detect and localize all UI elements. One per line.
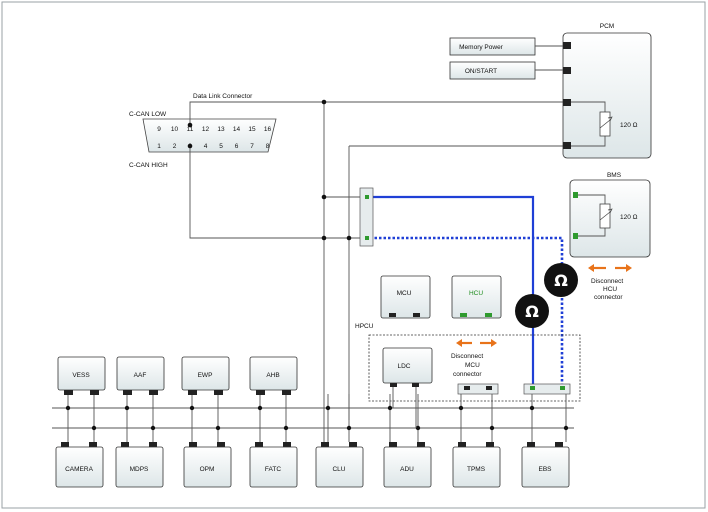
disconnect-mcu-line3: connector	[453, 371, 482, 378]
module-box	[183, 446, 232, 488]
module-clu: CLU	[315, 442, 364, 488]
hpcu-split-bar	[359, 187, 374, 247]
dlc-bottom-pin: 4	[204, 143, 208, 150]
hpcu-group: MCU HCU HPCU LDC Disconnect MCU connecto…	[355, 275, 581, 402]
module-fatc: FATC	[249, 442, 298, 488]
ohm-symbol-mcu: Ω	[525, 302, 539, 321]
module-opm: OPM	[183, 442, 232, 488]
disconnect-hcu-line3: connector	[594, 294, 623, 301]
module-label: AHB	[266, 372, 279, 379]
module-aaf: AAF	[116, 356, 165, 442]
module-label: FATC	[265, 466, 281, 473]
module-camera: CAMERA	[55, 442, 104, 488]
dlc-top-pin: 16	[264, 126, 272, 133]
module-box	[55, 446, 104, 488]
memory-power-box	[449, 37, 536, 56]
module-label: VESS	[72, 372, 90, 379]
can-high-label: C-CAN HIGH	[129, 162, 168, 169]
dlc-top-pin: 15	[248, 126, 256, 133]
module-box	[249, 356, 298, 391]
module-label: CLU	[332, 466, 345, 473]
dlc-top-pin: 14	[233, 126, 241, 133]
module-box	[249, 446, 298, 488]
can-low-label: C-CAN LOW	[129, 111, 167, 118]
module-box	[383, 446, 432, 488]
on-start-label: ON/START	[465, 68, 497, 75]
pcm-module: PCM 120 Ω Memory Power ON/START	[449, 23, 652, 159]
mcu-box	[380, 275, 431, 319]
upper-module-row: VESS AAF EWP AHB	[57, 356, 298, 442]
module-label: TPMS	[467, 466, 486, 473]
ohm-meter-mcu: Ω	[515, 294, 549, 328]
module-ewp: EWP	[181, 356, 230, 442]
disconnect-hcu-line2: HCU	[603, 286, 617, 293]
module-box	[452, 446, 501, 488]
dlc-top-pin: 11	[187, 126, 194, 133]
module-box	[181, 356, 230, 391]
dlc-top-pin: 13	[217, 126, 225, 133]
lower-module-row: CAMERA MDPS OPM FATC CLU ADU TPMS EBS	[55, 387, 570, 488]
module-label: OPM	[200, 466, 215, 473]
dlc-title: Data Link Connector	[193, 93, 253, 100]
module-ebs: EBS	[521, 442, 570, 488]
dlc-top-pin: 10	[171, 126, 179, 133]
dlc-bottom-pin: 6	[235, 143, 239, 150]
bms-module: BMS 120 Ω Disconnect HCU connector	[569, 172, 651, 301]
bms-label: BMS	[607, 172, 622, 179]
disconnect-mcu-line1: Disconnect	[451, 353, 483, 360]
module-mdps: MDPS	[115, 442, 164, 488]
memory-power-label: Memory Power	[459, 44, 504, 51]
ohm-meter-bms: Ω	[544, 263, 578, 297]
disconnect-hcu-line1: Disconnect	[591, 278, 623, 285]
module-ahb: AHB	[249, 356, 298, 442]
hcu-box	[451, 275, 502, 319]
ldc-junction-bar	[457, 383, 499, 395]
hcu-label: HCU	[469, 290, 483, 297]
module-tpms: TPMS	[452, 442, 501, 488]
ldc-label: LDC	[397, 363, 410, 370]
hpcu-label: HPCU	[355, 323, 374, 330]
pcm-box	[562, 32, 652, 159]
module-adu: ADU	[383, 442, 432, 488]
gray-wiring	[52, 101, 574, 442]
dlc-bottom-pin: 8	[266, 143, 270, 150]
mcu-label: MCU	[397, 290, 412, 297]
module-box	[521, 446, 570, 488]
on-start-box	[449, 61, 536, 80]
dlc-body	[142, 118, 277, 153]
module-box	[116, 356, 165, 391]
dlc-bottom-pin: 7	[250, 143, 254, 150]
dlc-top-pin: 12	[202, 126, 210, 133]
module-box	[115, 446, 164, 488]
hpcu-boundary	[368, 334, 581, 402]
dlc-top-pin: 9	[157, 126, 161, 133]
module-box	[315, 446, 364, 488]
bms-resistor-value: 120 Ω	[620, 214, 638, 221]
module-vess: VESS	[57, 356, 106, 442]
module-box	[57, 356, 106, 391]
module-label: CAMERA	[65, 466, 93, 473]
mcu-junction-bar	[523, 383, 571, 395]
module-label: EBS	[538, 466, 552, 473]
module-label: ADU	[400, 466, 414, 473]
module-label: MDPS	[130, 466, 149, 473]
ldc-box	[382, 347, 433, 384]
ohm-symbol-bms: Ω	[554, 271, 568, 290]
dlc-bottom-pin: 5	[219, 143, 223, 150]
dlc-bottom-pin: 1	[157, 143, 161, 150]
pcm-resistor-value: 120 Ω	[620, 122, 638, 129]
dlc-bottom-pin: 2	[173, 143, 177, 150]
disconnect-mcu-line2: MCU	[465, 362, 480, 369]
module-label: EWP	[198, 372, 213, 379]
module-label: AAF	[134, 372, 147, 379]
pcm-label: PCM	[600, 23, 614, 30]
